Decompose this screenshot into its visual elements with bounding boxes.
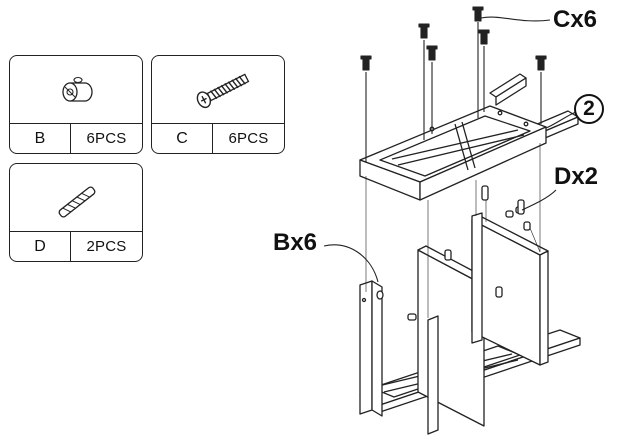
callout-screw-count: Cx6 [553, 6, 598, 33]
part-b-qty: 6PCS [86, 130, 127, 147]
part-b-id: B [10, 124, 71, 153]
part-card-d: D 2PCS [9, 163, 143, 262]
part-card-c: C 6PCS [151, 55, 285, 154]
dowels [481, 185, 525, 215]
part-d-id: D [10, 232, 71, 261]
part-c-picture [152, 56, 284, 125]
part-c-qty: 6PCS [228, 130, 269, 147]
callout-dowel-count: Dx2 [554, 163, 599, 190]
part-c-id: C [152, 124, 213, 153]
part-b-picture [10, 56, 142, 125]
screws [360, 6, 547, 162]
wooden-dowel-icon [58, 186, 96, 218]
step-number-badge: 2 [574, 94, 604, 124]
lower-carcass [359, 206, 581, 435]
part-card-b: B 6PCS [9, 55, 143, 154]
callout-cam-nut-count: Bx6 [273, 229, 318, 256]
screw-bolt-icon [196, 73, 250, 109]
cam-lock-nut-icon [62, 76, 93, 102]
leader-lines [323, 16, 577, 283]
part-d-picture [10, 164, 142, 233]
top-frame [359, 73, 579, 201]
part-d-qty: 2PCS [86, 238, 127, 255]
